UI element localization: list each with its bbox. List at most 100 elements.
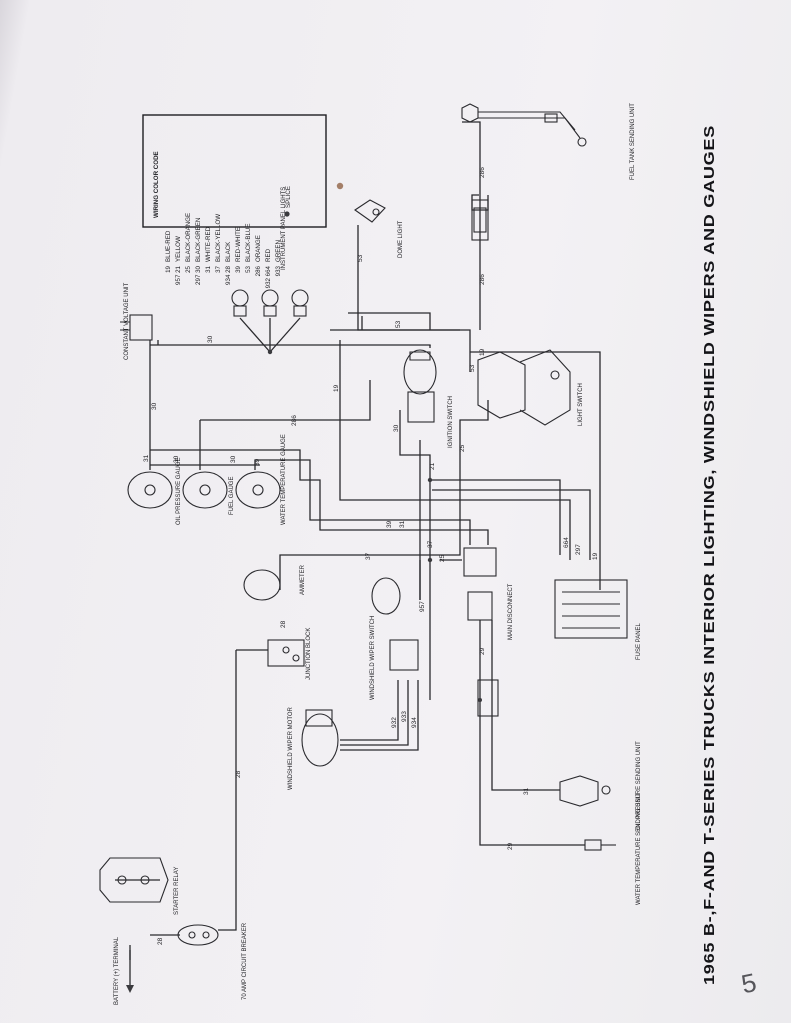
label-ammeter: AMMETER — [300, 564, 306, 595]
paper-stain — [336, 182, 344, 190]
legend-code: 25 — [185, 265, 192, 272]
legend-color: BLUE-RED — [165, 230, 172, 262]
legend-color: GREEN — [275, 240, 282, 262]
label-battery-terminal: BATTERY (+) TERMINAL — [114, 936, 120, 1005]
legend-color: YELLOW — [175, 236, 182, 262]
legend-color: WHITE-RED — [205, 226, 212, 262]
wire-label: 957 — [419, 601, 426, 612]
wire-label: 39 — [386, 520, 393, 528]
wire-label: 30 — [151, 402, 158, 410]
starter-relay: STARTER RELAY — [99, 857, 180, 915]
legend-splice: SPLICE — [285, 186, 292, 208]
wire-label: 30 — [393, 424, 400, 432]
wire-label: 31 — [399, 520, 406, 528]
instrument-panel-lights: INSTRUMENT PANEL LIGHTS — [231, 187, 309, 317]
legend-header: WIRING COLOR CODE — [153, 151, 160, 218]
light-switch: LIGHT SWITCH — [477, 349, 584, 426]
legend-color: BLACK-BLUE — [245, 223, 252, 262]
wire-label: 25 — [439, 554, 446, 562]
wire-label: 21 — [429, 462, 436, 470]
wire-label: 30 — [230, 455, 237, 463]
label-wiper-motor: WINDSHIELD WIPER MOTOR — [288, 706, 294, 790]
oil-pressure-gauge: OIL PRESSURE GAUGE — [127, 458, 182, 525]
wire-label: 53 — [357, 254, 364, 262]
legend-color: BLACK — [225, 241, 232, 262]
wire-label: 286 — [479, 274, 486, 285]
label-water-gauge: WATER TEMPERATURE GAUGE — [281, 434, 287, 525]
label-light-switch: LIGHT SWITCH — [578, 383, 584, 426]
ammeter: AMMETER — [243, 564, 306, 601]
circuit-breaker: 70 AMP CIRCUIT BREAKER — [177, 922, 248, 1000]
connector — [477, 679, 499, 717]
label-ignition-switch: IGNITION SWITCH — [448, 396, 454, 448]
wire-label: 19 — [479, 348, 486, 356]
label-oil-sender: OIL PRESSURE SENDING UNIT — [636, 741, 642, 830]
label-main-disconnect: MAIN DISCONNECT — [508, 583, 514, 640]
wire-labels: 286 286 53 53 53 30 30 30 30 30 19 19 19… — [143, 167, 599, 945]
fuse-panel: FUSE PANEL — [554, 579, 642, 660]
water-temperature-gauge: WATER TEMPERATURE GAUGE — [235, 434, 287, 525]
label-panel-lights: INSTRUMENT PANEL LIGHTS — [281, 187, 287, 270]
battery-terminal: BATTERY (+) TERMINAL — [114, 936, 134, 1005]
splice-icon — [284, 211, 290, 217]
legend-color: BLACK-GREEN — [195, 218, 202, 262]
wire-label: 28 — [235, 770, 242, 778]
water-temperature-sending-unit: WATER TEMPERATURE SENDING UNIT — [584, 793, 642, 905]
label-dome-light: DOME LIGHT — [398, 220, 404, 258]
windshield-wiper-motor: WINDSHIELD WIPER MOTOR — [288, 706, 339, 790]
page-title: 1965 B-,F-AND T-SERIES TRUCKS INTERIOR L… — [701, 125, 718, 985]
legend-code: 286 — [255, 265, 262, 276]
legend-color: RED — [265, 248, 272, 262]
wire-label: 37 — [427, 540, 434, 548]
wire-label: 19 — [592, 552, 599, 560]
wire-label: 30 — [173, 455, 180, 463]
wire-label: 25 — [459, 444, 466, 452]
dome-light: DOME LIGHT — [354, 199, 404, 258]
wire-label: 933 — [401, 711, 408, 722]
windshield-wiper-switch: WINDSHIELD WIPER SWITCH — [370, 577, 419, 700]
wire-label: 53 — [469, 364, 476, 372]
junction-block: JUNCTION BLOCK — [267, 628, 312, 680]
main-disconnect: MAIN DISCONNECT — [463, 547, 514, 640]
legend-code: 53 — [245, 265, 252, 272]
wire-label: 39 — [254, 458, 261, 466]
legend-code: 19 — [165, 265, 172, 272]
wire-label: 28 — [157, 937, 164, 945]
wire-label: 19 — [333, 384, 340, 392]
wire-label: 286 — [291, 415, 298, 426]
wire-label: 29 — [507, 842, 514, 850]
ignition-switch: IGNITION SWITCH — [403, 349, 454, 448]
wire-label: 297 — [575, 544, 582, 555]
title-group: 1965 B-,F-AND T-SERIES TRUCKS INTERIOR L… — [701, 125, 718, 985]
wire-label: 29 — [479, 647, 486, 655]
wire-label: 286 — [479, 167, 486, 178]
legend-code: 297 30 — [195, 265, 202, 284]
wire-label: 932 — [391, 717, 398, 728]
label-fuel-tank-unit: FUEL TANK SENDING UNIT — [630, 103, 636, 180]
legend-code: 957 21 — [175, 265, 182, 284]
label-oil-gauge: OIL PRESSURE GAUGE — [176, 458, 182, 525]
wire-label: 30 — [207, 335, 214, 343]
wire-label: 31 — [523, 787, 530, 795]
legend-code: 933 — [275, 265, 282, 276]
label-starter-relay: STARTER RELAY — [174, 867, 180, 915]
wire-label: 53 — [395, 320, 402, 328]
label-fuel-gauge: FUEL GAUGE — [229, 477, 235, 515]
wire-label: 28 — [280, 620, 287, 628]
legend-color: BLACK-ORANGE — [185, 213, 192, 262]
oil-pressure-sending-unit: OIL PRESSURE SENDING UNIT — [559, 741, 642, 830]
legend-color: RED-WHITE — [235, 227, 242, 262]
legend-code: 37 — [215, 265, 222, 272]
wires — [115, 121, 601, 960]
legend-color: ORANGE — [255, 235, 262, 262]
page-number: 5 — [739, 967, 759, 999]
label-wiper-switch: WINDSHIELD WIPER SWITCH — [370, 616, 376, 700]
color-code-legend: WIRING COLOR CODE 19 BLUE-RED 957 21 YELLO… — [142, 114, 327, 288]
splice-points — [267, 349, 482, 702]
legend-code: 932 664 — [265, 265, 272, 288]
label-water-sender: WATER TEMPERATURE SENDING UNIT — [636, 793, 642, 905]
legend-color: BLACK-YELLOW — [215, 214, 222, 262]
wire-label: 37 — [365, 552, 372, 560]
wire-label: 664 — [563, 537, 570, 548]
